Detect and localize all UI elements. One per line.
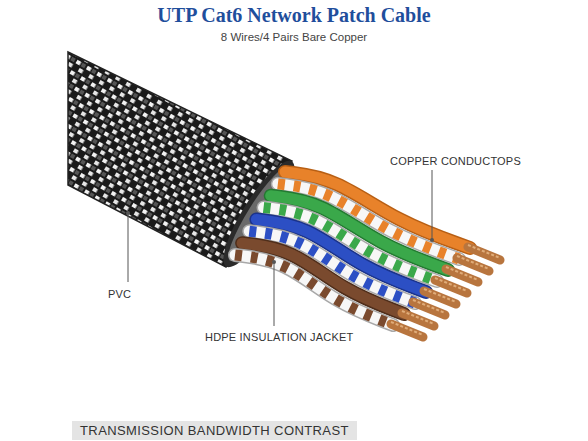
copper-conductor: [402, 313, 434, 326]
callout-label: HDPE INSULATION JACKET: [205, 331, 353, 343]
leader-line: [432, 170, 433, 240]
leader-dot: [272, 260, 276, 264]
section-band: TRANSMISSION BANDWIDTH CONTRAST: [72, 421, 357, 440]
copper-strands: [457, 256, 489, 269]
copper-conductor: [413, 302, 445, 315]
wire-group: [235, 172, 500, 337]
leader-group: [126, 170, 434, 326]
copper-conductor: [468, 247, 500, 260]
copper-strands: [446, 267, 478, 280]
copper-strands: [402, 311, 434, 324]
callout-label: COPPER CONDUCTOPS: [390, 155, 521, 167]
twisted-wire: [235, 255, 423, 337]
copper-strands: [468, 245, 500, 258]
copper-strands: [424, 289, 456, 302]
copper-conductor: [457, 258, 489, 271]
copper-strands: [413, 300, 445, 313]
leader-dot: [126, 211, 130, 215]
copper-conductor: [391, 324, 423, 337]
leader-line: [128, 213, 129, 282]
wire-stripe: [235, 255, 393, 325]
copper-strands: [435, 278, 467, 291]
wire-insulation: [235, 255, 393, 325]
copper-conductor: [446, 269, 478, 282]
diagram-title: UTP Cat6 Network Patch Cable: [0, 4, 588, 27]
leader-line: [274, 262, 275, 326]
subtitle: 8 Wires/4 Pairs Bare Copper: [0, 31, 588, 43]
band-text: TRANSMISSION BANDWIDTH CONTRAST: [80, 423, 349, 438]
copper-conductor: [435, 280, 467, 293]
callout-label: PVC: [108, 288, 131, 300]
leader-dot: [430, 238, 434, 242]
wire-outline: [235, 255, 393, 325]
copper-strands: [391, 322, 423, 335]
copper-conductor: [424, 291, 456, 304]
